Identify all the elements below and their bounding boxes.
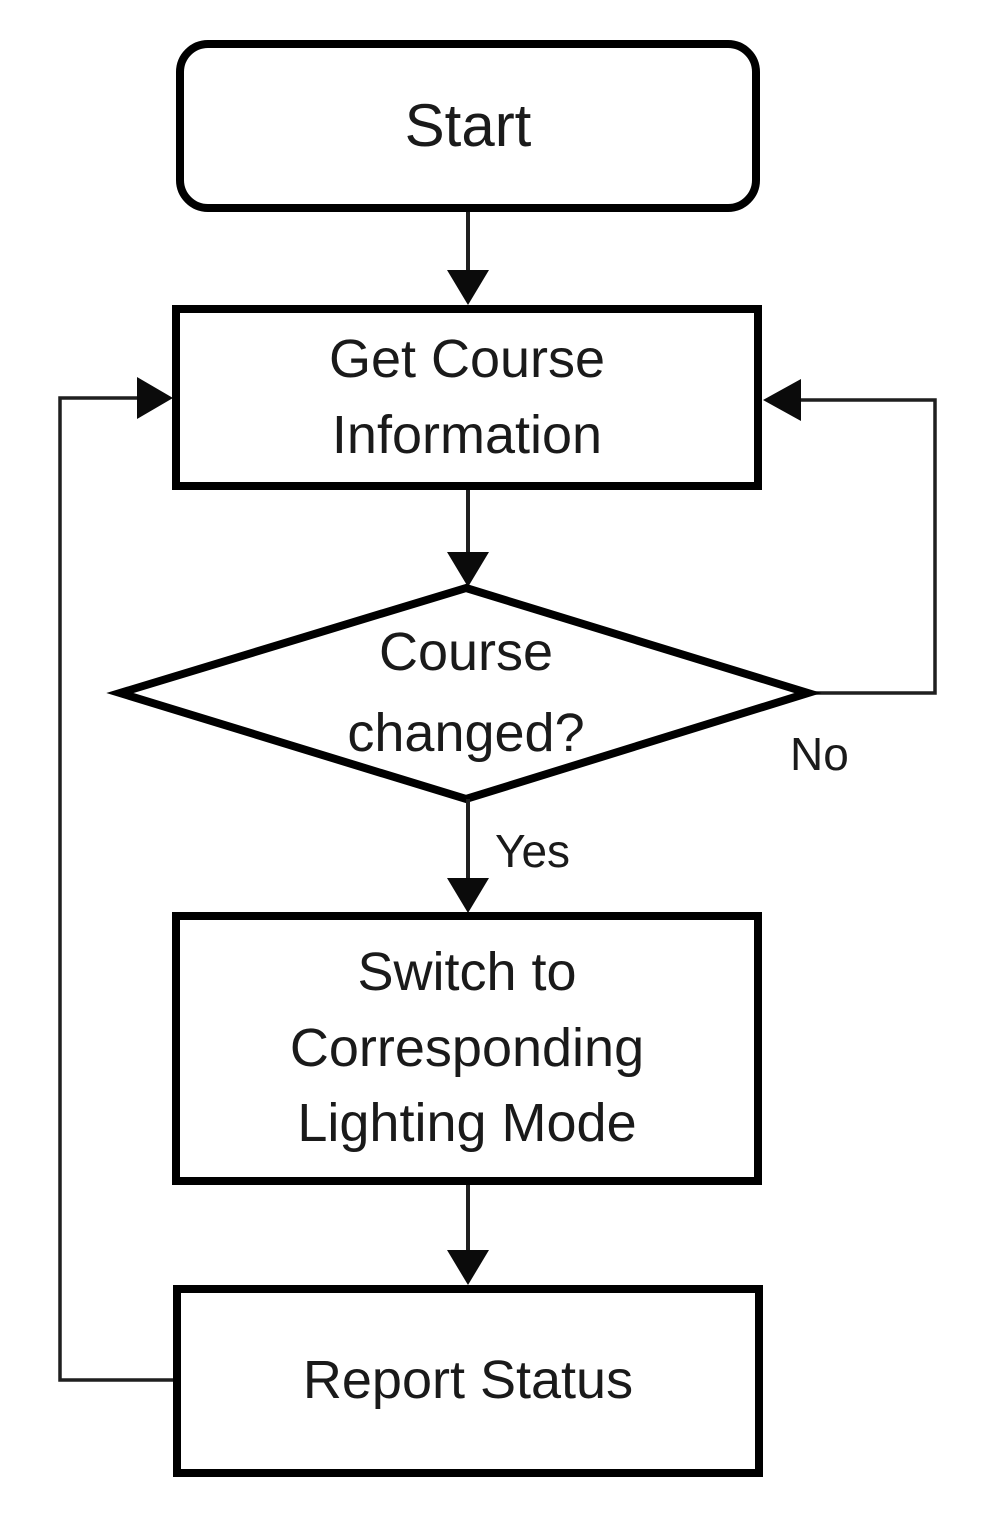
node-report-status-label: Report Status xyxy=(302,1350,634,1411)
node-start-label: Start xyxy=(404,92,532,159)
edge-label-no: No xyxy=(790,728,849,780)
node-course-changed-label: Course changed? xyxy=(347,622,585,763)
arrowhead-right-icon xyxy=(137,377,173,419)
node-report-status: Report Status xyxy=(173,1285,763,1477)
node-switch-lighting-mode-label: Switch to Corresponding Lighting Mode xyxy=(289,942,645,1154)
node-get-course-information: Get Course Information xyxy=(172,305,762,490)
node-switch-lighting-mode: Switch to Corresponding Lighting Mode xyxy=(172,912,762,1185)
arrowhead-down-icon xyxy=(447,878,489,913)
arrowhead-down-icon xyxy=(447,270,489,305)
node-get-course-information-label: Get Course Information xyxy=(328,328,606,465)
arrowhead-down-icon xyxy=(447,1250,489,1285)
node-start: Start xyxy=(176,40,760,212)
edge-no-loop-line xyxy=(801,398,937,695)
arrowhead-left-icon xyxy=(763,379,801,421)
arrowhead-down-icon xyxy=(447,552,489,587)
edge-report-loop-line xyxy=(58,396,173,1382)
edge-label-yes: Yes xyxy=(495,825,571,877)
